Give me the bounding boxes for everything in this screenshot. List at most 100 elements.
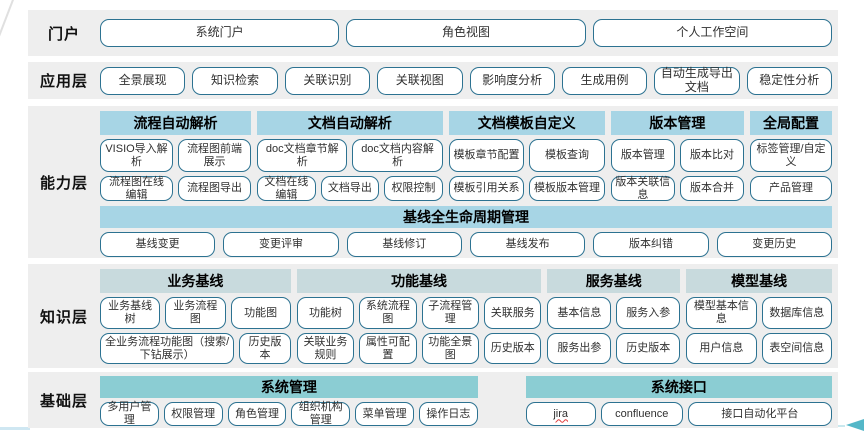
layer-label-capability: 能力层 (39, 174, 88, 192)
diagram-box: 文档导出 (320, 176, 380, 201)
button-row: 文档在线编辑文档导出权限控制 (257, 176, 443, 201)
diagram-box: 标签管理/自定义 (750, 139, 832, 172)
diagram-box: 知识检索 (192, 66, 278, 95)
group-header: 系统接口 (525, 376, 832, 398)
knowledge-groups: 业务基线业务基线树业务流程图功能图全业务流程功能图（搜索/下钻展示）历史版本功能… (100, 269, 833, 364)
button-row: 服务出参历史版本 (547, 333, 681, 364)
diagram-box: 关联识别 (284, 66, 371, 95)
diagram-box: 稳定性分析 (746, 66, 832, 95)
button-row: 全业务流程功能图（搜索/下钻展示）历史版本 (100, 333, 291, 364)
diagram-box: 模型基本信息 (686, 297, 757, 329)
diagram-box: 组织机构管理 (291, 401, 351, 426)
diagram-box: 全景展现 (100, 66, 186, 95)
knowledge-group: 模型基线模型基本信息数据库信息用户信息表空间信息 (686, 269, 833, 364)
diagram-box: 基线变更 (100, 232, 216, 257)
diagram-box: 模板查询 (529, 139, 605, 172)
diagram-box: 权限管理 (163, 402, 223, 426)
diagram-box: 表空间信息 (761, 333, 833, 364)
diagram-box: 角色管理 (227, 402, 287, 426)
diagram-box: 生成用例 (561, 66, 648, 95)
diagram-box: 模板引用关系 (448, 176, 525, 201)
group-header: 功能基线 (296, 269, 542, 293)
diagram-box: 模板版本管理 (529, 176, 605, 201)
group-header: 业务基线 (100, 269, 291, 293)
diagram-box: 服务入参 (616, 297, 681, 329)
button-row: 版本管理版本比对 (610, 139, 745, 172)
diagram-box: 业务基线树 (100, 297, 161, 329)
diagram-box: 基本信息 (547, 297, 612, 329)
diagram-box: 历史版本 (239, 333, 291, 364)
button-row: 用户信息表空间信息 (686, 333, 833, 364)
button-row: 产品管理 (750, 176, 832, 201)
diagram-box: 版本合并 (679, 176, 745, 201)
button-row: VISIO导入解析流程图前端展示 (100, 139, 252, 172)
capability-group: 全局配置标签管理/自定义产品管理 (750, 111, 832, 201)
layer-label-foundation: 基础层 (39, 392, 88, 410)
group-header: 系统管理 (100, 376, 478, 398)
layer-label-knowledge: 知识层 (39, 308, 88, 326)
diagram-box: 多用户管理 (100, 401, 159, 426)
diagram-box: 操作日志 (418, 402, 478, 426)
layer-label-portal: 门户 (47, 25, 80, 43)
diagram-box: 版本纠错 (593, 232, 709, 257)
group-header: 文档自动解析 (257, 111, 443, 135)
button-row: 功能树系统流程图子流程管理关联服务 (296, 297, 542, 329)
diagram-box: 接口自动化平台 (687, 402, 832, 426)
capability-group: 流程自动解析 VISIO导入解析流程图前端展示流程图在线编辑流程图导出 (100, 111, 252, 201)
diagram-box: doc文档内容解析 (352, 139, 443, 172)
diagram-box: 流程图导出 (178, 176, 252, 201)
diagram-box: 版本管理 (610, 139, 675, 172)
button-row: 流程图在线编辑流程图导出 (100, 176, 252, 201)
diagram-box: doc文档章节解析 (257, 139, 348, 172)
button-row: 版本关联信息版本合并 (610, 176, 745, 201)
diagram-box: 自动生成导出文档 (654, 66, 740, 95)
diagram-box: 关联服务 (484, 297, 542, 329)
button-row: 模板章节配置模板查询 (448, 139, 605, 172)
diagram-box: 权限控制 (384, 176, 443, 201)
group-header: 模型基线 (686, 269, 832, 293)
diagram-box: 数据库信息 (761, 297, 833, 329)
diagram-box: confluence (600, 402, 683, 426)
diagram-box: 产品管理 (750, 176, 832, 201)
diagram-box: 影响度分析 (469, 66, 555, 95)
button-row: 基本信息服务入参 (547, 297, 681, 329)
bottom-accent-line (0, 427, 30, 430)
group-header: 服务基线 (547, 269, 681, 293)
diagram-box: 业务流程图 (165, 297, 226, 329)
diagram-box: 全业务流程功能图（搜索/下钻展示） (100, 333, 235, 364)
diagram-box: jira (525, 402, 596, 426)
baseline-buttons-row: 基线变更变更评审基线修订基线发布版本纠错变更历史 (100, 232, 832, 257)
group-header: 全局配置 (750, 111, 832, 135)
layer-band-portal: 门户 系统门户角色视图个人工作空间 (28, 10, 838, 56)
capability-group: 文档模板自定义模板章节配置模板查询模板引用关系模板版本管理 (448, 111, 605, 201)
button-row: 业务基线树业务流程图功能图 (100, 297, 291, 329)
diagram-box: 文档在线编辑 (257, 176, 316, 201)
diagram-box: 菜单管理 (355, 402, 414, 426)
diagram-box: 功能树 (296, 297, 355, 329)
portal-buttons-row: 系统门户角色视图个人工作空间 (100, 10, 832, 56)
diagram-box: 系统门户 (100, 19, 340, 47)
layer-label-application: 应用层 (39, 73, 88, 90)
diagram-box: 角色视图 (346, 19, 586, 47)
knowledge-group: 业务基线业务基线树业务流程图功能图全业务流程功能图（搜索/下钻展示）历史版本 (100, 269, 291, 364)
diagram-box: 关联视图 (377, 66, 463, 95)
diagram-box: 流程图在线编辑 (100, 176, 174, 201)
diagram-box: 属性可配置 (359, 333, 417, 364)
knowledge-content: 业务基线业务基线树业务流程图功能图全业务流程功能图（搜索/下钻展示）历史版本功能… (100, 264, 833, 368)
group-header: 版本管理 (610, 111, 745, 135)
diagram-box: 流程图前端展示 (178, 139, 252, 172)
diagram-box: 变更评审 (223, 232, 339, 257)
diagram-box: 用户信息 (686, 333, 757, 364)
diagram-box: 个人工作空间 (592, 19, 832, 47)
layer-band-foundation: 基础层 系统管理多用户管理权限管理角色管理组织机构管理菜单管理操作日志 系统接口 j… (28, 372, 838, 428)
foundation-group: 系统管理多用户管理权限管理角色管理组织机构管理菜单管理操作日志 (100, 376, 478, 428)
diagram-box: 基线发布 (469, 232, 586, 257)
group-header: 流程自动解析 (100, 111, 252, 135)
knowledge-group: 功能基线功能树系统流程图子流程管理关联服务关联业务规则属性可配置功能全景图历史版… (296, 269, 542, 364)
